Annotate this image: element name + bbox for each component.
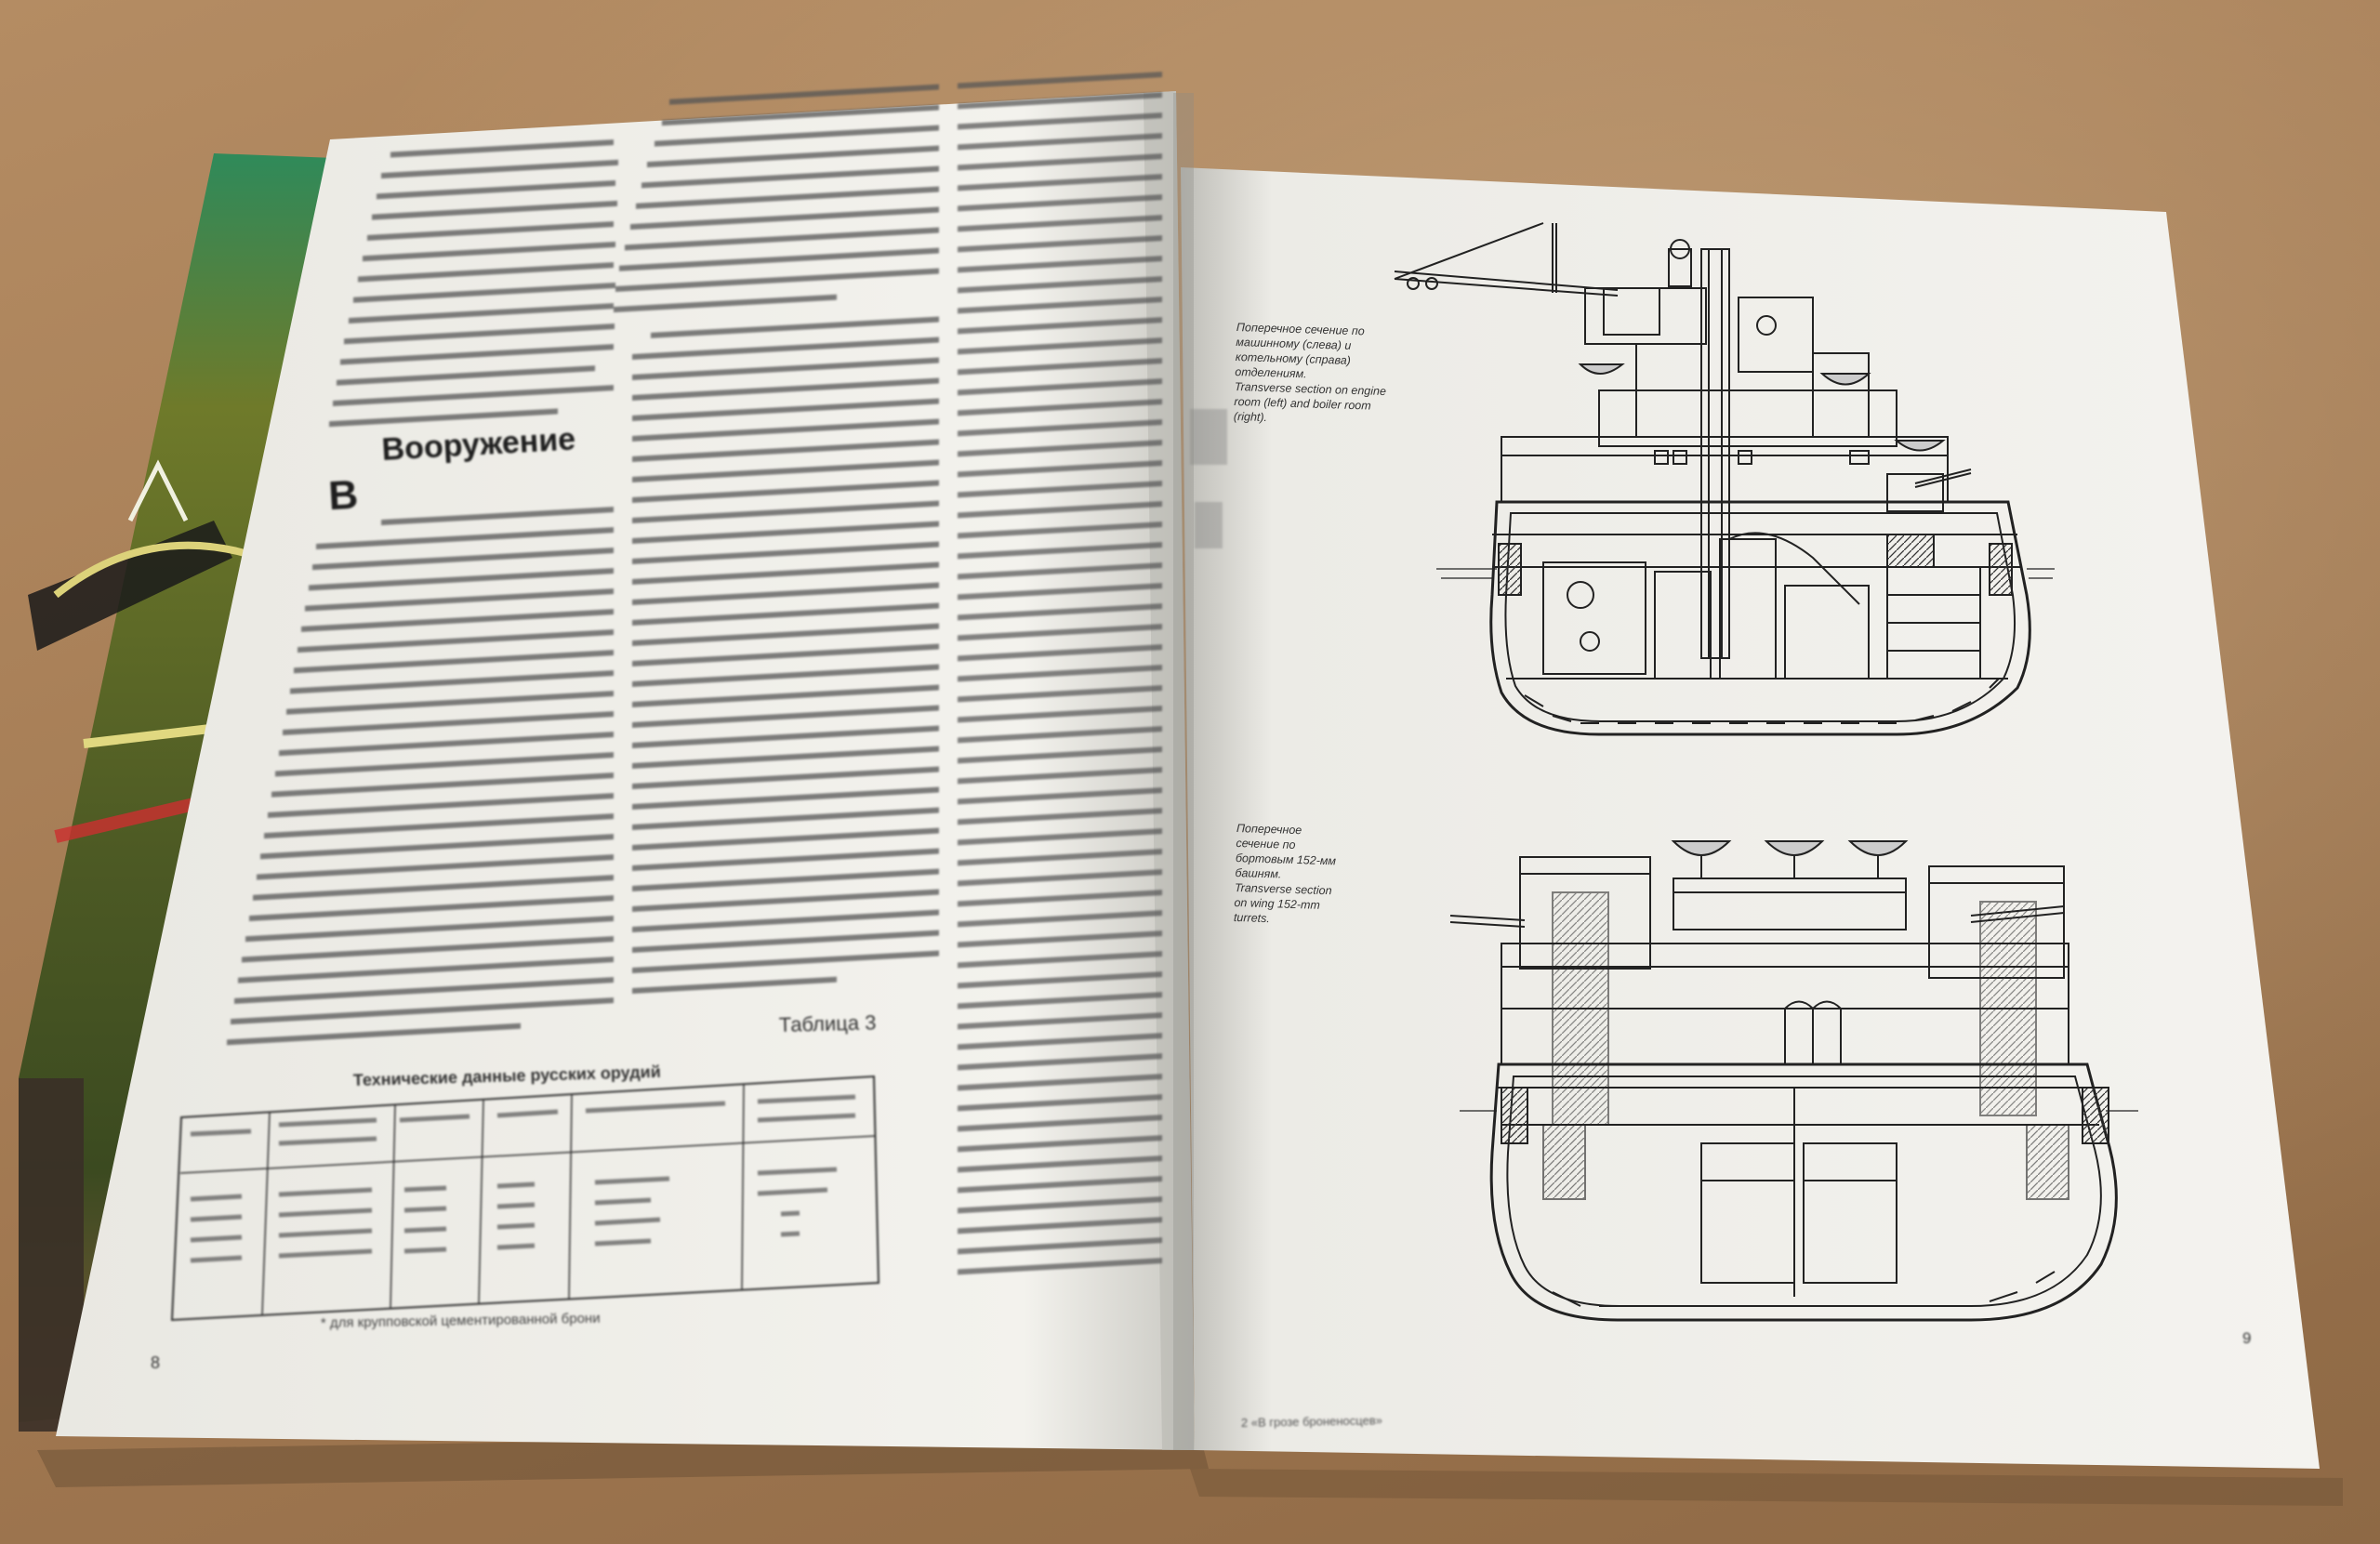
left-page-body-text (227, 72, 1162, 1275)
right-page (1181, 167, 2320, 1469)
caption-line: Поперечное сечение по (1236, 321, 1365, 337)
wing-turrets-section-drawing (1449, 840, 2138, 1322)
caption-line: Transverse section on engine (1235, 380, 1386, 398)
left-page-number: 8 (151, 1353, 160, 1372)
caption-line: отделениям. (1235, 365, 1307, 380)
caption-line: башням. (1235, 866, 1281, 881)
caption-line: turrets. (1234, 911, 1270, 925)
table-footnote: * для крупповской цементированной брони (321, 1311, 601, 1331)
table-label: Таблица 3 (778, 1010, 876, 1036)
caption-line: машинному (слева) и (1236, 336, 1351, 352)
caption-line: (right). (1234, 410, 1268, 424)
right-page-number: 9 (2242, 1329, 2251, 1347)
caption-line: Transverse section (1235, 881, 1332, 897)
caption-engine-room: Поперечное сечение по машинному (слева) … (1234, 321, 1386, 424)
engine-boiler-room-section-drawing (1394, 222, 2055, 736)
caption-line: сечение по (1236, 837, 1295, 851)
caption-line: Поперечное (1236, 822, 1302, 837)
caption-line: бортовым 152-мм (1236, 851, 1337, 867)
caption-line: room (left) and boiler room (1234, 395, 1371, 413)
caption-line: on wing 152-mm (1234, 896, 1320, 912)
footer-signature: 2 «В грозе броненосцев» (1241, 1413, 1382, 1430)
drop-cap: В (327, 472, 359, 520)
caption-line: котельному (справа) (1236, 350, 1351, 367)
specs-table (170, 1075, 880, 1322)
caption-turrets: Поперечное сечение по бортовым 152-мм ба… (1234, 822, 1337, 925)
left-page (56, 91, 1195, 1450)
show-through-text (1190, 409, 1227, 548)
